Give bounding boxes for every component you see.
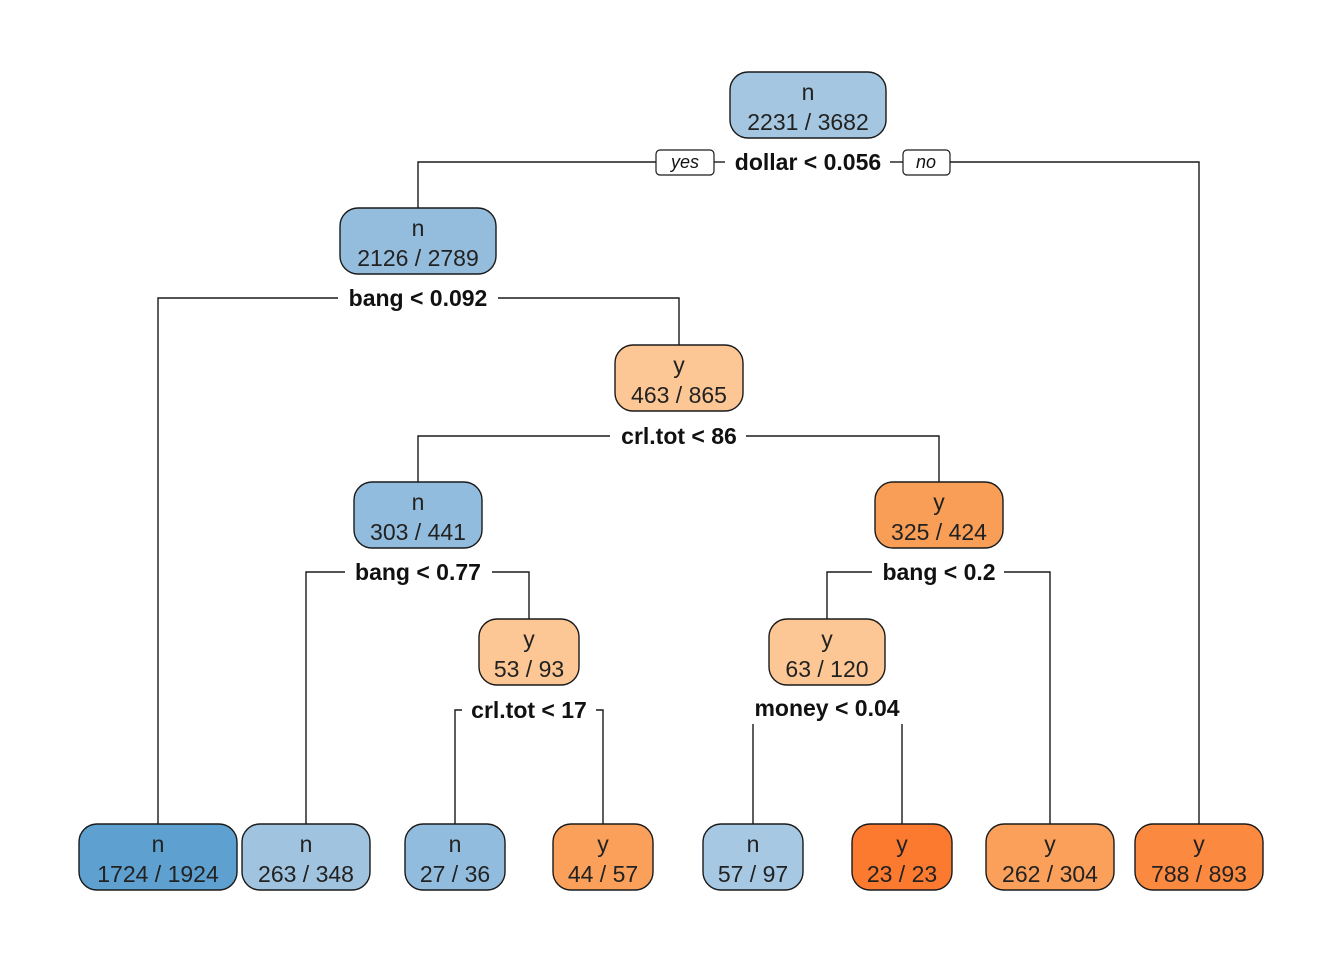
tree-node-leaf7: y 262 / 304: [985, 823, 1115, 891]
tree-node-n7: y 63 / 120: [768, 618, 886, 686]
no-tag-label: no: [916, 152, 936, 172]
node-count-label: 53 / 93: [494, 656, 564, 682]
node-count-label: 325 / 424: [891, 519, 987, 545]
node-class-label: y: [821, 626, 833, 652]
tree-node-root: n 2231 / 3682: [729, 71, 887, 139]
node-box: [874, 481, 1004, 549]
node-class-label: y: [523, 626, 535, 652]
node-count-label: 262 / 304: [1002, 861, 1098, 887]
tree-node-leaf4: y 44 / 57: [552, 823, 654, 891]
split-label-n5: bang < 0.2: [882, 559, 995, 585]
tree-node-leaf1: n 1724 / 1924: [78, 823, 238, 891]
node-class-label: n: [300, 831, 313, 857]
tree-node-leaf2: n 263 / 348: [241, 823, 371, 891]
edge-n6-left: [454, 709, 462, 824]
node-count-label: 57 / 97: [718, 861, 788, 887]
node-class-label: n: [412, 215, 425, 241]
edge-n5-left: [826, 571, 872, 619]
edge-n3-left: [417, 435, 610, 482]
node-count-label: 1724 / 1924: [97, 861, 219, 887]
node-box: [614, 344, 744, 412]
edge-root-right: [950, 161, 1200, 824]
node-box: [1134, 823, 1264, 891]
node-count-label: 23 / 23: [867, 861, 937, 887]
edge-root-left: [417, 161, 656, 208]
node-class-label: n: [449, 831, 462, 857]
tree-node-n4: n 303 / 441: [353, 481, 483, 549]
node-box: [552, 823, 654, 891]
node-box: [478, 618, 580, 686]
node-class-label: y: [597, 831, 609, 857]
node-box: [353, 481, 483, 549]
node-class-label: y: [933, 489, 945, 515]
split-label-n7: money < 0.04: [754, 695, 899, 721]
split-labels: dollar < 0.056 bang < 0.092 crl.tot < 86 ba…: [349, 149, 996, 723]
tree-node-leaf5: n 57 / 97: [702, 823, 804, 891]
tree-nodes: n 2231 / 3682 n 2126 / 2789 y 463 / 865 n 303 /…: [78, 71, 1264, 891]
node-class-label: n: [802, 79, 815, 105]
node-box: [985, 823, 1115, 891]
node-count-label: 463 / 865: [631, 382, 727, 408]
split-label-n2: bang < 0.092: [349, 285, 488, 311]
edge-n2-left: [157, 297, 338, 824]
node-count-label: 63 / 120: [785, 656, 868, 682]
node-count-label: 263 / 348: [258, 861, 354, 887]
edge-n6-right: [596, 709, 604, 824]
tree-node-leaf6: y 23 / 23: [851, 823, 953, 891]
node-box: [78, 823, 238, 891]
node-class-label: y: [1193, 831, 1205, 857]
node-class-label: y: [896, 831, 908, 857]
node-count-label: 44 / 57: [568, 861, 638, 887]
node-class-label: y: [1044, 831, 1056, 857]
node-box: [241, 823, 371, 891]
node-count-label: 303 / 441: [370, 519, 466, 545]
tree-node-leaf3: n 27 / 36: [404, 823, 506, 891]
node-count-label: 2126 / 2789: [357, 245, 479, 271]
yes-tag-label: yes: [669, 152, 699, 172]
node-class-label: y: [673, 352, 685, 378]
split-label-n4: bang < 0.77: [355, 559, 481, 585]
tree-node-n5: y 325 / 424: [874, 481, 1004, 549]
node-box: [851, 823, 953, 891]
node-class-label: n: [152, 831, 165, 857]
edge-n4-left: [305, 571, 345, 824]
split-label-n6: crl.tot < 17: [471, 697, 587, 723]
node-class-label: n: [412, 489, 425, 515]
split-label-n3: crl.tot < 86: [621, 423, 737, 449]
node-box: [339, 207, 497, 275]
node-box: [404, 823, 506, 891]
edge-n4-right: [492, 571, 530, 619]
yes-tag-box: [655, 149, 715, 176]
tree-node-n6: y 53 / 93: [478, 618, 580, 686]
node-count-label: 27 / 36: [420, 861, 490, 887]
node-box: [729, 71, 887, 139]
edge-n3-right: [746, 435, 940, 482]
tree-node-leaf8: y 788 / 893: [1134, 823, 1264, 891]
split-label-root: dollar < 0.056: [735, 149, 881, 175]
no-tag-box: [902, 149, 951, 176]
tree-node-n3: y 463 / 865: [614, 344, 744, 412]
tree-node-n2: n 2126 / 2789: [339, 207, 497, 275]
edge-n5-right: [1004, 571, 1051, 824]
edge-tags: yes no: [655, 149, 951, 176]
tree-edges: [157, 161, 1200, 824]
node-class-label: n: [747, 831, 760, 857]
edge-n2-right: [498, 297, 680, 345]
node-box: [702, 823, 804, 891]
node-count-label: 788 / 893: [1151, 861, 1247, 887]
node-count-label: 2231 / 3682: [747, 109, 869, 135]
node-box: [768, 618, 886, 686]
